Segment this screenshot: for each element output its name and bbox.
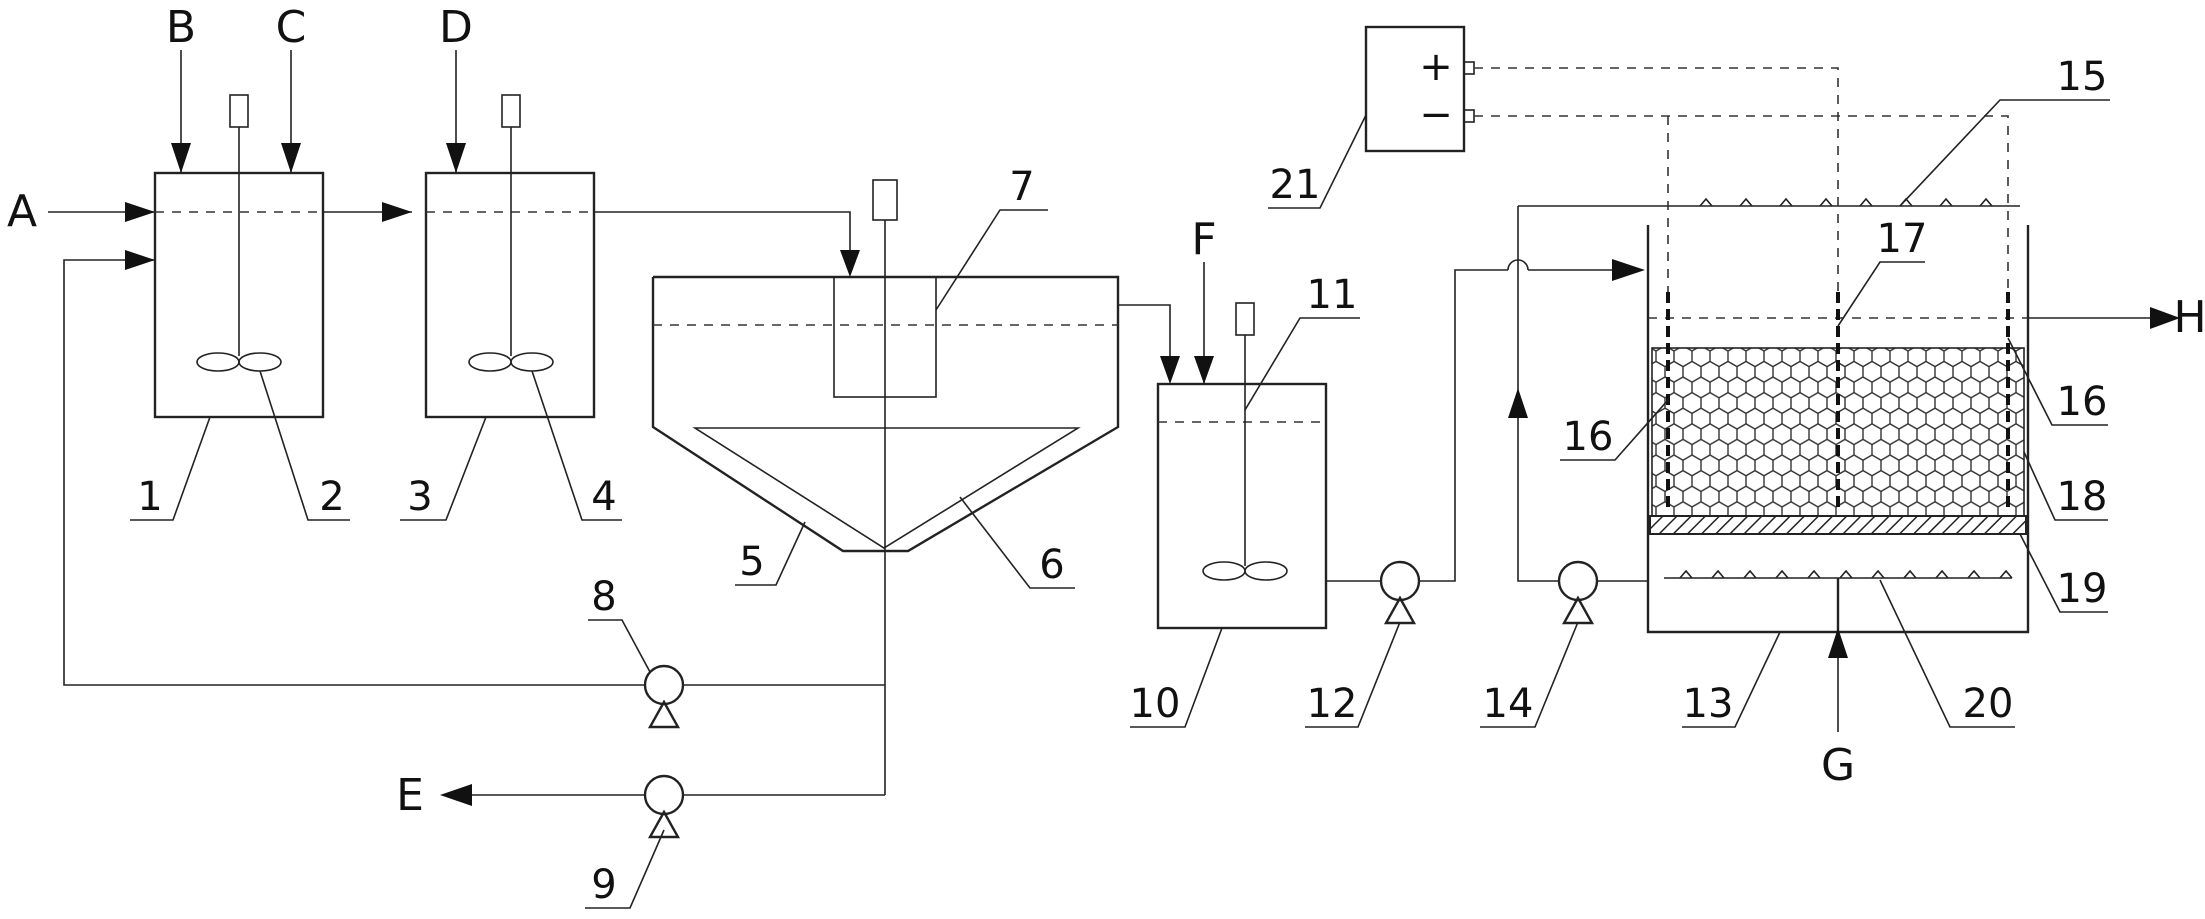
callout-8: 8 bbox=[588, 574, 651, 673]
svg-text:11: 11 bbox=[1307, 272, 1358, 318]
pump-14 bbox=[1557, 560, 1599, 625]
support-plate-19 bbox=[1649, 515, 2027, 535]
svg-text:3: 3 bbox=[407, 474, 432, 520]
svg-text:6: 6 bbox=[1039, 542, 1064, 588]
stirrer-11 bbox=[1202, 302, 1288, 581]
aerator-20 bbox=[1664, 569, 2013, 632]
power-wires bbox=[1474, 67, 2009, 292]
svg-text:16: 16 bbox=[2057, 379, 2108, 425]
svg-text:15: 15 bbox=[2057, 54, 2108, 100]
piping bbox=[48, 50, 2180, 806]
settling-tank-5 bbox=[651, 275, 1120, 553]
stream-label-g: G bbox=[1821, 740, 1855, 791]
svg-text:9: 9 bbox=[591, 862, 616, 908]
callout-2: 2 bbox=[259, 370, 350, 521]
distributor-15 bbox=[1518, 197, 2020, 207]
svg-text:4: 4 bbox=[591, 474, 616, 520]
callout-7: 7 bbox=[935, 164, 1048, 311]
callout-20: 20 bbox=[1879, 579, 2015, 728]
pump-8 bbox=[643, 664, 685, 729]
svg-text:12: 12 bbox=[1307, 681, 1358, 727]
svg-text:21: 21 bbox=[1270, 162, 1321, 208]
callout-13: 13 bbox=[1682, 631, 1781, 728]
sludge-cone-6 bbox=[692, 427, 1081, 549]
stirrer-4 bbox=[468, 94, 554, 372]
stream-label-d: D bbox=[439, 2, 473, 53]
reaction-tank-10 bbox=[1156, 382, 1328, 630]
stream-label-b: B bbox=[166, 2, 196, 53]
callout-16-left: 16 bbox=[1560, 399, 1669, 461]
callout-4: 4 bbox=[531, 370, 622, 521]
callout-17: 17 bbox=[1837, 216, 1928, 327]
svg-text:20: 20 bbox=[1963, 681, 2014, 727]
dc-power-supply-21: + − bbox=[1364, 25, 1475, 153]
callout-19: 19 bbox=[2019, 533, 2108, 613]
negative-terminal-label: − bbox=[1419, 92, 1453, 138]
svg-text:13: 13 bbox=[1683, 681, 1734, 727]
svg-text:19: 19 bbox=[2057, 566, 2108, 612]
svg-text:17: 17 bbox=[1877, 216, 1928, 262]
callout-1: 1 bbox=[130, 416, 211, 521]
callout-12: 12 bbox=[1305, 621, 1401, 728]
callout-21: 21 bbox=[1268, 114, 1367, 209]
svg-text:7: 7 bbox=[1009, 164, 1034, 210]
positive-terminal-label: + bbox=[1419, 44, 1453, 90]
settler-scraper-drive bbox=[872, 179, 898, 795]
svg-text:2: 2 bbox=[319, 474, 344, 520]
svg-text:16: 16 bbox=[1563, 414, 1614, 460]
stirrer-2 bbox=[196, 94, 282, 372]
callout-9: 9 bbox=[585, 829, 665, 909]
svg-text:10: 10 bbox=[1130, 681, 1181, 727]
svg-text:1: 1 bbox=[137, 474, 162, 520]
stream-label-f: F bbox=[1191, 214, 1216, 265]
stream-label-e: E bbox=[396, 770, 424, 821]
callout-3: 3 bbox=[400, 416, 487, 521]
stream-label-c: C bbox=[276, 2, 307, 53]
stream-label-a: A bbox=[7, 186, 37, 237]
svg-text:8: 8 bbox=[591, 574, 616, 620]
pump-12 bbox=[1379, 560, 1421, 625]
pump-9 bbox=[643, 774, 685, 839]
svg-text:5: 5 bbox=[739, 539, 764, 585]
callout-16-right: 16 bbox=[2007, 337, 2108, 426]
svg-text:14: 14 bbox=[1483, 681, 1534, 727]
callout-5: 5 bbox=[735, 521, 806, 586]
callout-10: 10 bbox=[1130, 627, 1223, 728]
callout-18: 18 bbox=[2023, 451, 2108, 521]
callout-6: 6 bbox=[959, 496, 1075, 589]
callout-11: 11 bbox=[1244, 272, 1360, 411]
callout-14: 14 bbox=[1480, 621, 1579, 728]
reaction-tank-3 bbox=[424, 171, 596, 419]
svg-text:18: 18 bbox=[2057, 474, 2108, 520]
callout-15: 15 bbox=[1899, 54, 2110, 207]
stream-label-h: H bbox=[2173, 292, 2205, 343]
